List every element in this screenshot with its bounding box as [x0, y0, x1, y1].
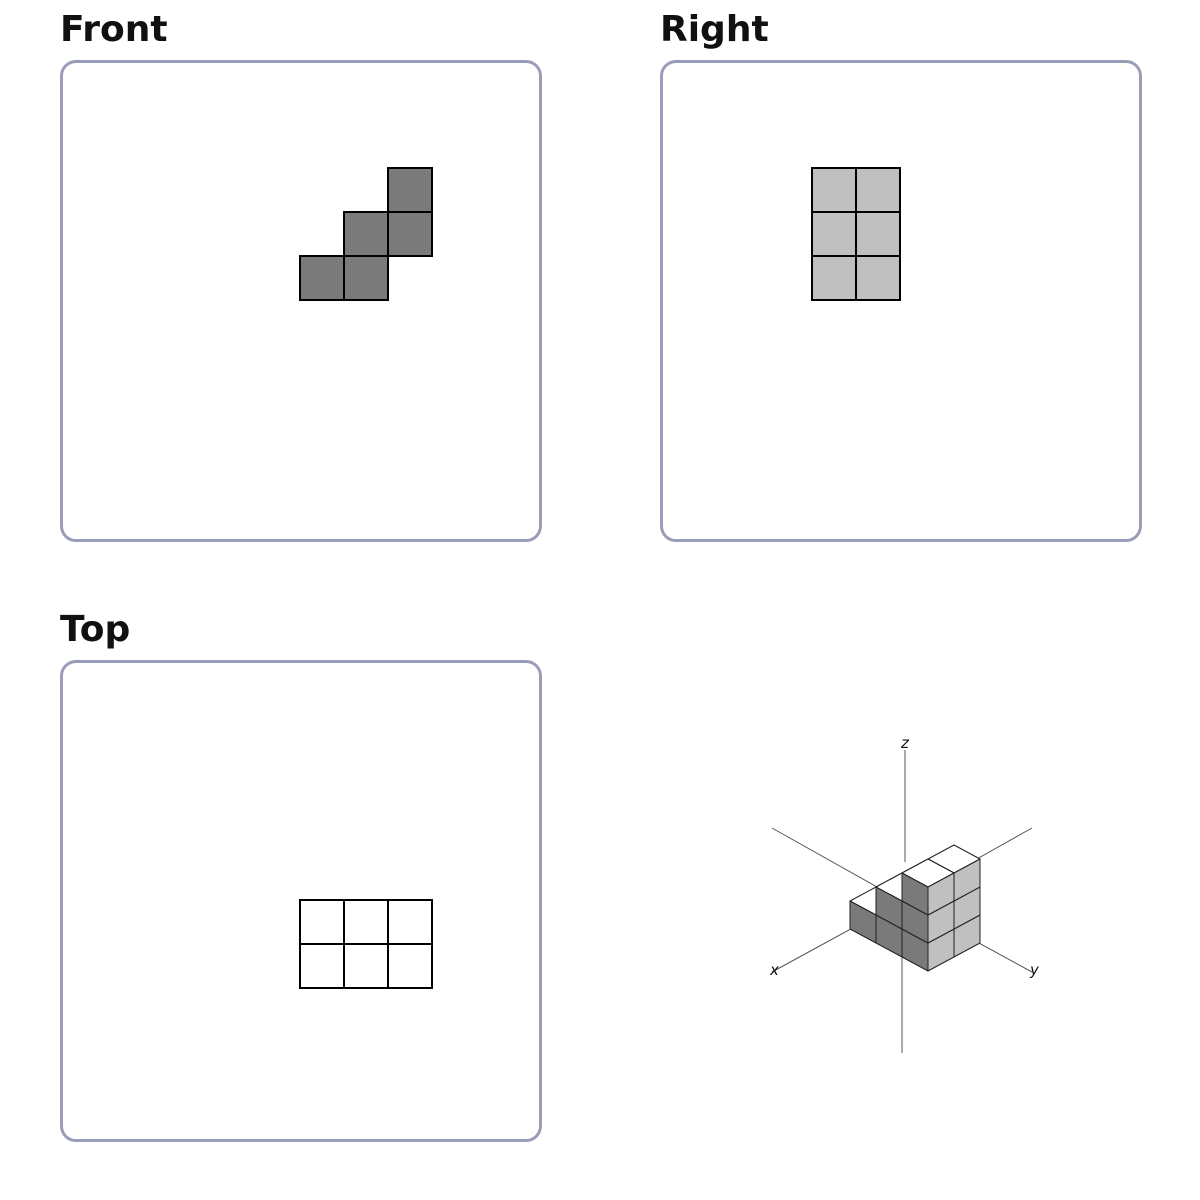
right-view-cell	[811, 255, 857, 301]
top-view-panel	[60, 660, 542, 1142]
top-view-grid	[299, 899, 433, 989]
right-view-title: Right	[660, 9, 769, 50]
front-view-cell	[387, 211, 433, 257]
top-view-cell	[299, 899, 345, 945]
top-view-cell	[343, 899, 389, 945]
right-view-cell	[855, 167, 901, 213]
right-view-cell	[811, 211, 857, 257]
isometric-cubes	[849, 844, 981, 972]
right-view-cell	[855, 255, 901, 301]
front-view-cell	[299, 255, 345, 301]
top-view-cell	[299, 943, 345, 989]
top-view-cell	[387, 899, 433, 945]
front-view-panel	[60, 60, 542, 542]
front-view-cell	[343, 211, 389, 257]
right-view-cell	[855, 211, 901, 257]
cube-right-face	[927, 872, 955, 916]
top-view-cell	[387, 943, 433, 989]
axis-label-z: z	[900, 734, 910, 752]
axis-label-y: y	[1029, 961, 1040, 979]
right-view-panel	[660, 60, 1142, 542]
front-view-cell	[387, 167, 433, 213]
isometric-view: z x y	[769, 734, 1040, 1053]
axis-label-x: x	[769, 961, 779, 979]
top-view-title: Top	[60, 609, 131, 650]
front-view-grid	[299, 167, 433, 301]
front-view-title: Front	[60, 9, 168, 50]
top-view-cell	[343, 943, 389, 989]
front-view-cell	[343, 255, 389, 301]
right-view-grid	[811, 167, 901, 301]
right-view-cell	[811, 167, 857, 213]
